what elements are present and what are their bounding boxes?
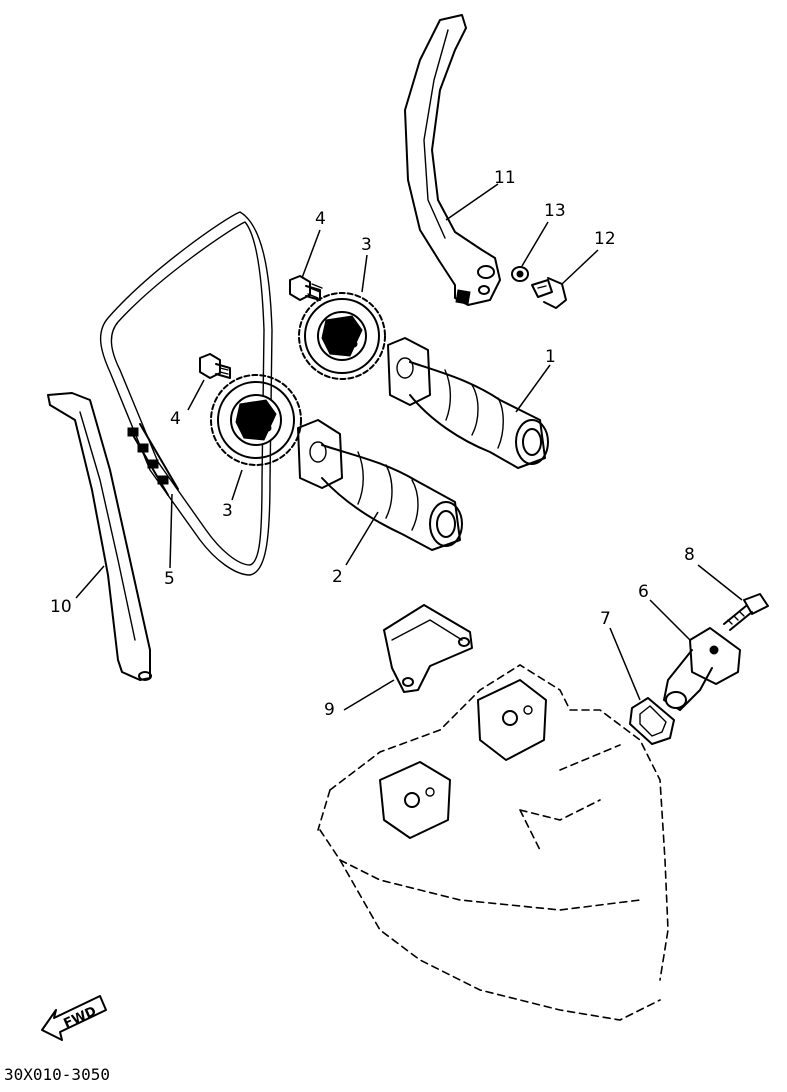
chain-guide-upper [404,14,501,306]
callout-5: 5 [164,569,175,589]
callout-6: 6 [638,582,649,602]
callouts: 1 2 3 3 4 4 5 6 7 8 9 10 11 12 13 [50,168,695,720]
callout-7: 7 [600,609,611,629]
chain-tensioner [663,627,741,711]
chain-link [127,423,179,496]
chain-guide-lower [47,392,152,681]
cam-chain [100,211,273,576]
sprocket-bolt-upper [289,275,323,301]
callout-4-upper: 4 [315,209,326,229]
guide-bolt [531,277,567,309]
camshaft-upper [387,337,549,469]
callout-4-lower: 4 [170,409,181,429]
sprocket-bolt-lower [199,353,231,379]
callout-1: 1 [545,347,556,367]
callout-3-upper: 3 [361,235,372,255]
callout-3-lower: 3 [222,501,233,521]
callout-10: 10 [50,597,72,617]
cover-plate [383,604,473,693]
drawing-code: 30X010-3050 [4,1065,110,1084]
camshaft-lower [297,419,463,551]
callout-12: 12 [594,229,616,249]
forward-label: FWD [62,1004,99,1032]
cylinder-head-outline [317,664,669,1021]
callout-11: 11 [494,168,516,188]
callout-13: 13 [544,201,566,221]
tensioner-bolt [723,593,769,631]
tensioner-gasket [629,697,675,745]
leader-lines [75,183,743,711]
callout-8: 8 [684,545,695,565]
callout-9: 9 [324,700,335,720]
washer [511,266,529,282]
cam-sprocket-upper [298,292,386,380]
forward-arrow-icon: FWD [41,995,107,1041]
callout-2: 2 [332,567,343,587]
cam-sprocket-lower [210,374,302,466]
